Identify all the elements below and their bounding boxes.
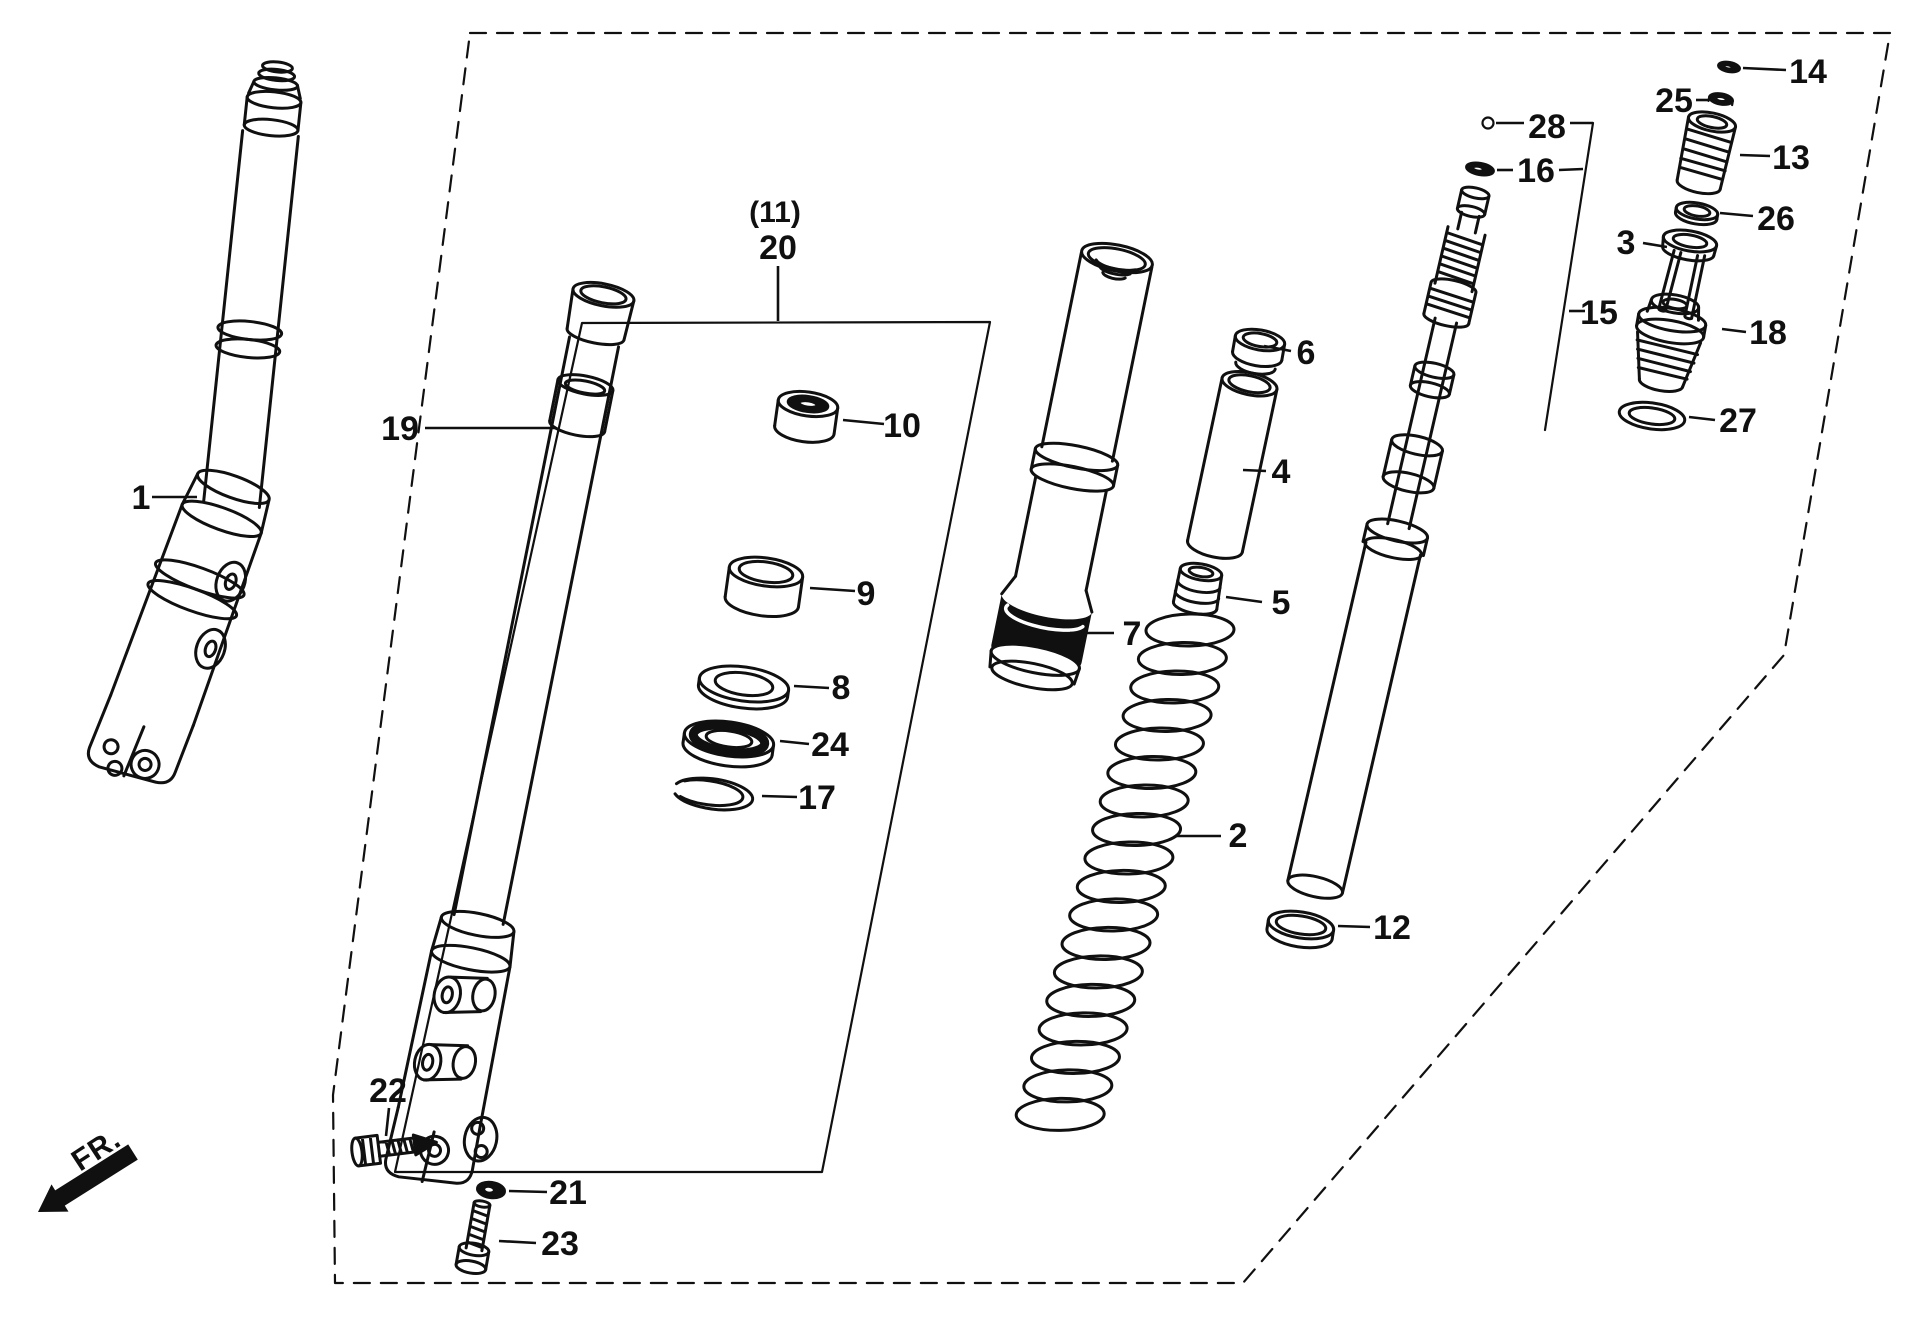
part-6-spring-seat-cap bbox=[1231, 327, 1287, 376]
part-label-27: 27 bbox=[1719, 402, 1757, 440]
part-label-6: 6 bbox=[1297, 334, 1316, 372]
part-label-15: 15 bbox=[1580, 294, 1618, 332]
part-label-5: 5 bbox=[1272, 584, 1291, 622]
part-label-20: 20 bbox=[759, 229, 797, 267]
part-label-13: 13 bbox=[1772, 139, 1810, 177]
leader-12 bbox=[1337, 924, 1371, 929]
leader-18 bbox=[1721, 327, 1747, 334]
part-label-8: 8 bbox=[832, 669, 851, 707]
part-21-lock-washer bbox=[475, 1180, 507, 1200]
part-9-slider-bushing bbox=[723, 555, 805, 618]
leader-23 bbox=[498, 1239, 537, 1245]
part-label-23: 23 bbox=[541, 1225, 579, 1263]
leader-6 bbox=[1263, 344, 1292, 353]
leader-9 bbox=[809, 586, 856, 593]
part-14-oring bbox=[1717, 60, 1741, 74]
fork-leg-assembly-1 bbox=[86, 60, 303, 785]
part-label-4: 4 bbox=[1272, 453, 1291, 491]
leader-16 bbox=[1558, 167, 1584, 172]
part-label-9: 9 bbox=[857, 575, 876, 613]
part-label-25: 25 bbox=[1655, 82, 1693, 120]
part-label-24: 24 bbox=[811, 726, 849, 764]
leader-8 bbox=[793, 684, 830, 690]
part-label-26: 26 bbox=[1757, 200, 1795, 238]
leader-26 bbox=[1719, 211, 1754, 218]
inner-subassembly-box bbox=[393, 320, 992, 1174]
part-label-11: (11) bbox=[749, 196, 801, 229]
bracket-15 bbox=[1543, 121, 1595, 432]
leader-3 bbox=[1642, 241, 1668, 249]
leader-14 bbox=[1742, 66, 1787, 72]
part-label-19: 19 bbox=[381, 410, 419, 448]
part-15-damper-rod bbox=[1286, 185, 1491, 900]
part-22-pinch-bolt bbox=[350, 1133, 438, 1168]
part-18-fork-cap-bolt bbox=[1635, 292, 1708, 393]
part-label-3: 3 bbox=[1617, 224, 1636, 262]
part-26-washer bbox=[1673, 200, 1720, 227]
part-28-oring-small bbox=[1481, 116, 1495, 130]
fr-direction-arrow: FR. bbox=[38, 1122, 138, 1212]
part-2-fork-spring bbox=[1014, 612, 1236, 1132]
part-10-guide-bushing bbox=[773, 389, 840, 444]
part-label-28: 28 bbox=[1528, 108, 1566, 146]
part-17-stopper-ring bbox=[673, 776, 755, 812]
part-label-17: 17 bbox=[798, 779, 836, 817]
part-24-oil-seal bbox=[681, 719, 776, 769]
outer-dashed-border bbox=[331, 31, 1892, 1285]
part-23-socket-bolt bbox=[454, 1199, 492, 1275]
part-label-2: 2 bbox=[1229, 817, 1248, 855]
leader-lines bbox=[152, 66, 1787, 1245]
leader-22 bbox=[384, 1107, 391, 1137]
fork-leg-subassembly-20 bbox=[383, 280, 636, 1185]
leader-21 bbox=[508, 1189, 548, 1194]
part-label-7: 7 bbox=[1123, 615, 1142, 653]
part-label-16: 16 bbox=[1517, 152, 1555, 190]
part-label-14: 14 bbox=[1789, 53, 1827, 91]
part-27-oring-large bbox=[1617, 400, 1687, 432]
part-label-22: 22 bbox=[369, 1072, 407, 1110]
part-5-rebound-seat bbox=[1171, 561, 1224, 616]
part-labels: 1 19 (11)20 10 9 8 24 17 22 21 23 7 6 4 5 2 12 28 16 25 14 13… bbox=[132, 53, 1827, 1263]
leader-10 bbox=[842, 418, 885, 426]
part-label-18: 18 bbox=[1749, 314, 1787, 352]
part-25-washer bbox=[1707, 92, 1734, 107]
part-7-fork-pipe bbox=[988, 241, 1154, 692]
leader-24 bbox=[779, 739, 810, 746]
part-8-backup-washer bbox=[696, 664, 791, 711]
part-13-adjuster bbox=[1675, 110, 1738, 196]
leader-17 bbox=[761, 794, 798, 799]
fr-arrow-icon bbox=[38, 1144, 138, 1212]
part-12-oil-lock-ring bbox=[1265, 909, 1336, 950]
leader-27 bbox=[1688, 415, 1716, 422]
part-4-spring-collar bbox=[1186, 370, 1279, 560]
part-label-1: 1 bbox=[132, 479, 151, 517]
leader-4 bbox=[1242, 468, 1267, 473]
leader-13 bbox=[1739, 153, 1771, 158]
leader-5 bbox=[1225, 595, 1263, 604]
part-16-oring bbox=[1465, 161, 1495, 177]
part-label-12: 12 bbox=[1373, 909, 1411, 947]
part-label-21: 21 bbox=[549, 1174, 587, 1212]
part-label-10: 10 bbox=[883, 407, 921, 445]
